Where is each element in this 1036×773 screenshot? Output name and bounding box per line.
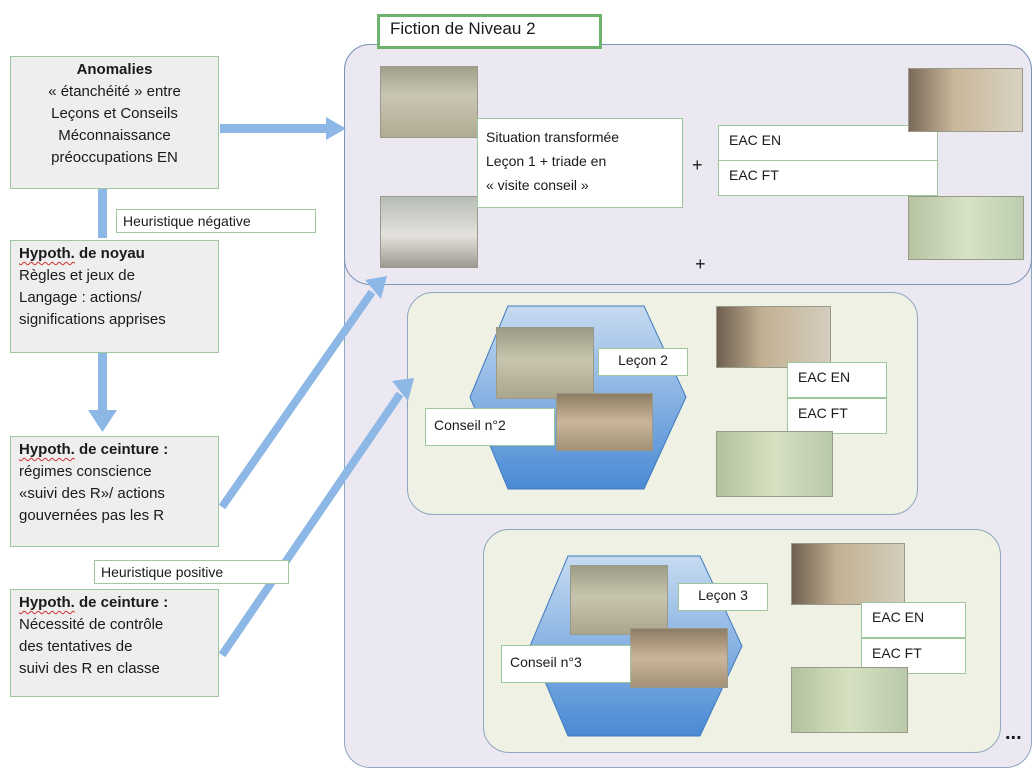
anomalies-line-3: Méconnaissance: [58, 127, 171, 144]
ceinture2-hypoth: Hypoth.: [19, 594, 75, 611]
arrow-diag-2-head: [392, 378, 414, 401]
heuristic-positive-label: Heuristique positive: [94, 560, 289, 584]
ceinture2-line-1: Nécessité de contrôle: [19, 616, 164, 633]
diagram-title: Fiction de Niveau 2: [377, 14, 602, 49]
noyau-hypoth: Hypoth.: [19, 245, 75, 262]
photo-interview-3: [791, 543, 905, 605]
noyau-heading: de noyau: [74, 245, 145, 262]
ceinture-box-2: Hypoth. de ceinture : Nécessité de contr…: [10, 589, 219, 697]
situation-line-3: « visite conseil »: [486, 177, 589, 193]
ceinture1-line-1: régimes conscience: [19, 463, 152, 480]
situation-line-1: Situation transformée: [486, 129, 620, 145]
arrow-diag-1-head: [365, 276, 387, 299]
ceinture1-heading: de ceinture: [74, 441, 160, 458]
photo-screen-2: [716, 431, 833, 497]
ellipsis: ...: [1005, 722, 1022, 744]
photo-meeting-top: [380, 196, 478, 268]
ceinture1-line-3: gouvernées pas les R: [19, 507, 165, 524]
eac-en-3: EAC EN: [861, 602, 966, 638]
anomalies-line-2: Leçons et Conseils: [51, 105, 178, 122]
ceinture2-line-2: des tentatives de: [19, 638, 133, 655]
conseil-2-label: Conseil n°2: [425, 408, 555, 446]
arrow-diag-2: [218, 391, 404, 658]
arrow-down-2-shaft: [98, 352, 107, 412]
ceinture1-line-2: «suivi des R»/ actions: [19, 485, 165, 502]
noyau-line-1: Règles et jeux de: [19, 267, 135, 284]
photo-classroom-top: [380, 66, 478, 138]
eac-ft-2: EAC FT: [787, 398, 887, 434]
anomalies-line-4: préoccupations EN: [51, 149, 178, 166]
plus-sign-below: +: [695, 254, 706, 274]
eac-ft-top: EAC FT: [718, 160, 938, 196]
anomalies-line-1: « étanchéité » entre: [48, 83, 181, 100]
photo-lesson-2: [556, 393, 653, 451]
eac-en-top: EAC EN: [718, 125, 938, 161]
photo-classroom-3: [570, 565, 668, 635]
ceinture1-hypoth: Hypoth.: [19, 441, 75, 458]
ceinture2-colon: :: [159, 594, 169, 611]
plus-sign-top: +: [692, 155, 703, 175]
ceinture1-colon: :: [159, 441, 169, 458]
arrow-right-shaft: [220, 124, 328, 133]
anomalies-heading: Anomalies: [76, 61, 153, 78]
lecon-2-label: Leçon 2: [598, 348, 688, 376]
lecon-3-label: Leçon 3: [678, 583, 768, 611]
arrow-down-2-head: [88, 410, 117, 432]
photo-screen-top: [908, 196, 1024, 260]
eac-en-2: EAC EN: [787, 362, 887, 398]
situation-box: Situation transformée Leçon 1 + triade e…: [477, 118, 683, 208]
arrow-down-1: [98, 188, 107, 238]
photo-interview-2: [716, 306, 831, 368]
ceinture2-line-3: suivi des R en classe: [19, 660, 160, 677]
situation-line-2: Leçon 1 + triade en: [486, 153, 607, 169]
noyau-line-3: significations apprises: [19, 311, 166, 328]
ceinture2-heading: de ceinture: [74, 594, 160, 611]
noyau-box: Hypoth. de noyau Règles et jeux de Langa…: [10, 240, 219, 353]
photo-interview-top: [908, 68, 1023, 132]
noyau-line-2: Langage : actions/: [19, 289, 142, 306]
ceinture-box-1: Hypoth. de ceinture : régimes conscience…: [10, 436, 219, 547]
heuristic-negative-label: Heuristique négative: [116, 209, 316, 233]
photo-lesson-3: [630, 628, 728, 688]
conseil-3-label: Conseil n°3: [501, 645, 631, 683]
photo-screen-3: [791, 667, 908, 733]
anomalies-box: Anomalies « étanchéité » entre Leçons et…: [10, 56, 219, 189]
arrow-diag-1: [218, 289, 376, 510]
photo-classroom-2: [496, 327, 594, 399]
arrow-right-head: [326, 117, 346, 140]
